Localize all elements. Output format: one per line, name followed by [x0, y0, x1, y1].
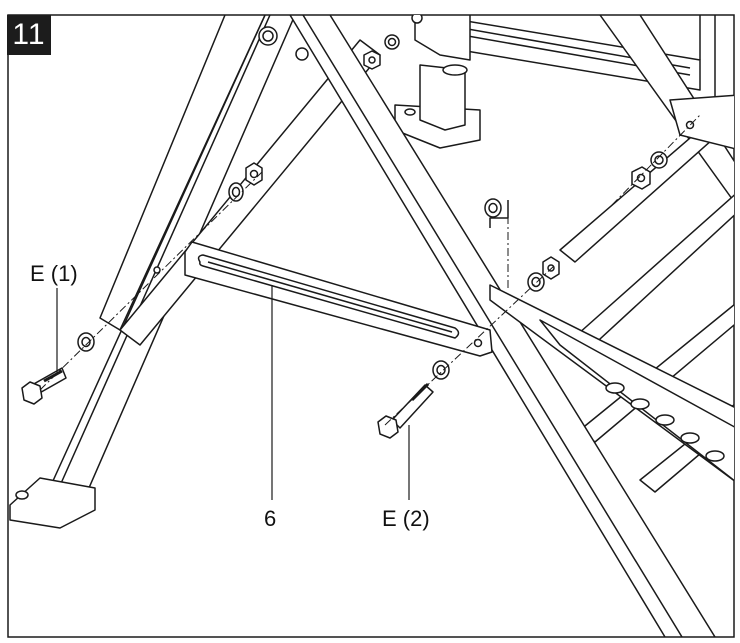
- hardware-right-upper: [631, 151, 668, 190]
- rear-foot-bracket: [394, 15, 481, 149]
- main-leg: [289, 15, 716, 637]
- hardware-top: [258, 15, 423, 70]
- l-markers: [489, 200, 509, 228]
- left-foot-plate: [9, 477, 96, 529]
- bolt-e2: [377, 382, 434, 439]
- leader-lines: [56, 285, 410, 500]
- bolt-e1: [21, 332, 95, 405]
- right-upper-bracket: [669, 94, 734, 150]
- brace-6: [184, 241, 493, 357]
- hardware-right-mid: [432, 198, 560, 380]
- hardware-left-nut: [153, 162, 263, 274]
- label-brace-6: 6: [264, 506, 277, 531]
- axis-lines: [39, 15, 701, 426]
- label-bolt-e2: E (2): [382, 506, 430, 531]
- label-bolt-e1: E (1): [30, 261, 78, 286]
- step-number-badge: 11: [7, 15, 51, 55]
- right-slanted-rail: [489, 284, 734, 482]
